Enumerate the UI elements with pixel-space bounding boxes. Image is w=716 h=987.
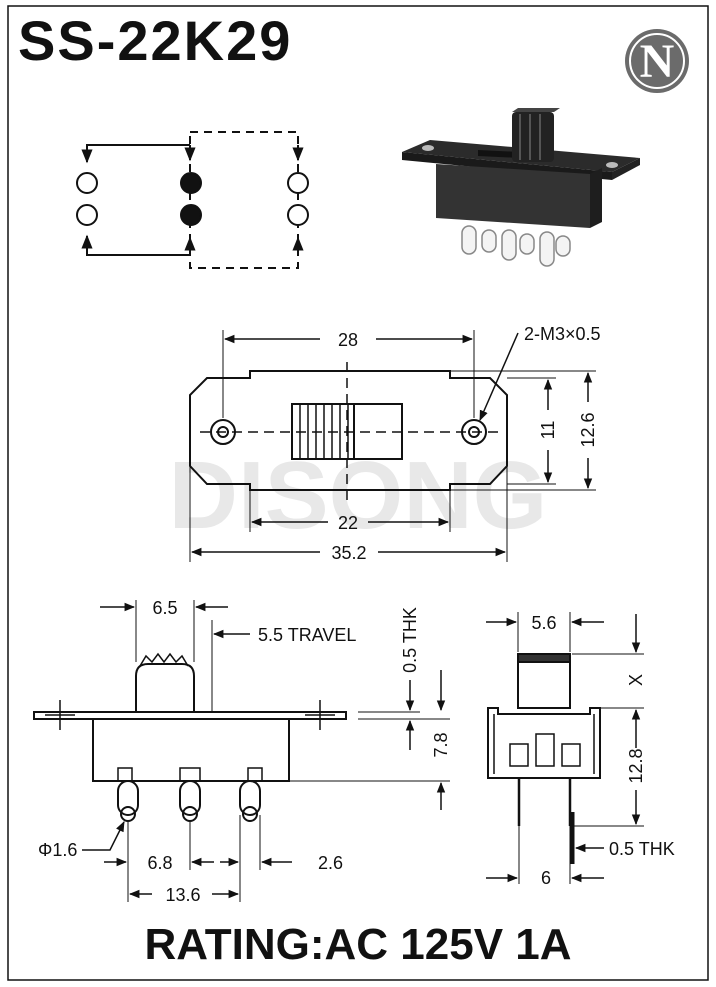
sheet-frame <box>7 5 709 981</box>
dimension-labels: 28 2-M3×0.5 11 12.6 22 35.2 6.5 5.5 TRAV… <box>38 324 675 905</box>
top-view <box>189 330 596 562</box>
dim-x: X <box>626 674 646 686</box>
dim-phi: Φ1.6 <box>38 840 77 860</box>
dim-screw: 2-M3×0.5 <box>524 324 601 344</box>
part-number-title: SS-22K29 <box>18 9 293 72</box>
dim-12-8: 12.8 <box>626 748 646 783</box>
circuit-schematic <box>76 131 309 269</box>
dim-22: 22 <box>338 513 358 533</box>
dim-2-6: 2.6 <box>318 853 343 873</box>
dim-pin-thk: 0.5 THK <box>609 839 675 859</box>
dim-5-6: 5.6 <box>531 613 556 633</box>
dim-7-8: 7.8 <box>431 732 451 757</box>
dim-11: 11 <box>538 421 558 440</box>
dim-flange-thk: 0.5 THK <box>400 607 420 673</box>
dim-13-6: 13.6 <box>165 885 200 905</box>
dim-6: 6 <box>541 868 551 888</box>
brand-logo: N <box>622 26 692 96</box>
logo-circle-icon <box>625 29 689 93</box>
dim-6-5: 6.5 <box>152 598 177 618</box>
dim-6-8: 6.8 <box>147 853 172 873</box>
front-view <box>33 600 450 902</box>
switch-photo <box>402 108 640 267</box>
dim-35-2: 35.2 <box>331 543 366 563</box>
dim-travel: 5.5 TRAVEL <box>258 625 356 645</box>
dim-28: 28 <box>338 330 358 350</box>
rating-text: RATING:AC 125V 1A <box>144 920 572 969</box>
dim-12-6: 12.6 <box>578 412 598 447</box>
side-view <box>486 612 644 884</box>
logo-letter: N <box>639 35 675 88</box>
